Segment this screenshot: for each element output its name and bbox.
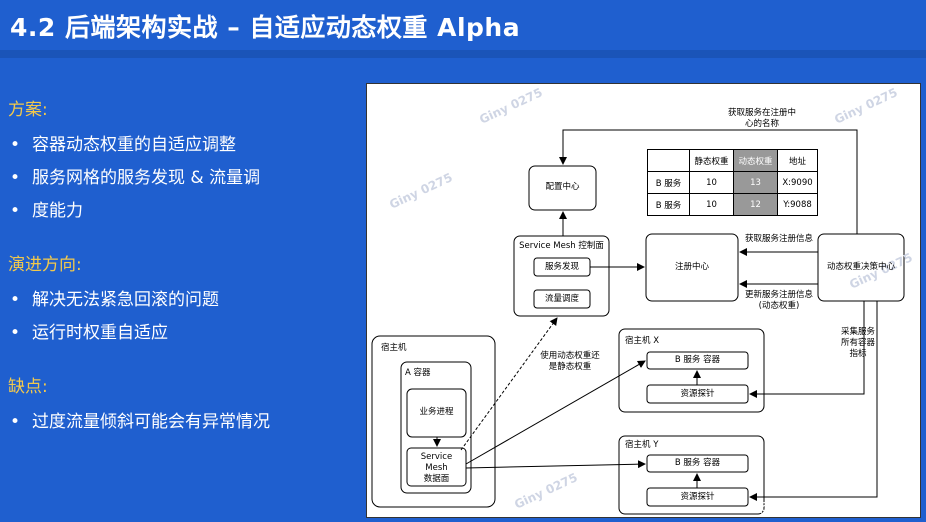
data-plane-box bbox=[406, 447, 467, 487]
edge-dynamic-label-1: 使用动态权重还 bbox=[540, 351, 600, 361]
host-y-label: 宿主机 Y bbox=[625, 440, 659, 450]
data-plane-label-1: Service bbox=[420, 452, 453, 462]
host-x-container-box bbox=[646, 351, 749, 370]
section-heading-drawbacks: 缺点: bbox=[8, 377, 48, 397]
table-cell: 12 bbox=[733, 193, 778, 216]
edge-update-registry-label-2: (动态权重) bbox=[758, 301, 800, 311]
edge-collect-label-1: 采集服务 bbox=[840, 327, 875, 337]
edge-update-registry-label-1: 更新服务注册信息 bbox=[744, 290, 813, 300]
edge-dp-x bbox=[465, 360, 646, 465]
host-y-container-label: B 服务 容器 bbox=[674, 458, 721, 468]
registry-table: 静态权重 动态权重 地址 B 服务 10 13 X:9090 B 服务 10 1… bbox=[647, 149, 818, 216]
container-a-label: A 容器 bbox=[405, 368, 431, 378]
host-x-probe-label: 资源探针 bbox=[680, 389, 715, 399]
host-x-container-label: B 服务 容器 bbox=[674, 355, 721, 365]
table-cell: B 服务 bbox=[647, 193, 690, 216]
edge-get-name-label-2: 心的名称 bbox=[744, 119, 779, 129]
edge-get-name-label-1: 获取服务在注册中 bbox=[727, 108, 796, 118]
bullet-item: 运行时权重自适应 bbox=[8, 317, 358, 350]
table-row: 静态权重 动态权重 地址 bbox=[647, 149, 818, 172]
table-header: 静态权重 bbox=[689, 149, 734, 172]
host-a-label: 宿主机 bbox=[381, 343, 407, 353]
decision-center-label: 动态权重决策中心 bbox=[826, 262, 895, 272]
edge-collect-y bbox=[749, 301, 878, 501]
registry-box bbox=[645, 233, 739, 302]
host-x-box bbox=[618, 328, 765, 413]
bullet-item-continuation: 度能力 bbox=[8, 195, 358, 228]
table-cell: X:9090 bbox=[777, 171, 818, 194]
title-divider bbox=[0, 50, 926, 58]
config-center-box bbox=[528, 165, 597, 211]
bullet-item: 容器动态权重的自适应调整 bbox=[8, 129, 358, 162]
registry-label: 注册中心 bbox=[674, 262, 709, 272]
data-plane-label-3: 数据面 bbox=[423, 474, 450, 484]
credit-watermark: @稀土掘金技术社区 bbox=[758, 500, 884, 516]
host-a-box bbox=[371, 335, 496, 508]
page-title: 4.2 后端架构实战 – 自适应动态权重 Alpha bbox=[10, 13, 521, 42]
table-header bbox=[647, 149, 690, 172]
decision-center-box bbox=[817, 233, 905, 302]
section-heading-plan: 方案: bbox=[8, 100, 48, 120]
traffic-scheduling-label: 流量调度 bbox=[544, 294, 579, 304]
section-heading-evolution: 演进方向: bbox=[8, 255, 82, 275]
edge-get-registry-label: 获取服务注册信息 bbox=[744, 234, 813, 244]
table-header: 动态权重 bbox=[733, 149, 778, 172]
table-cell: 10 bbox=[689, 193, 734, 216]
edge-dynamic-label-2: 是静态权重 bbox=[548, 362, 592, 372]
host-y-probe-label: 资源探针 bbox=[680, 492, 715, 502]
edge-collect-label-3: 指标 bbox=[849, 349, 867, 359]
bullet-item: 服务网格的服务发现 & 流量调 bbox=[8, 162, 358, 195]
business-process-label: 业务进程 bbox=[419, 407, 454, 417]
table-row: B 服务 10 13 X:9090 bbox=[647, 171, 818, 194]
bullet-item: 解决无法紧急回滚的问题 bbox=[8, 284, 358, 317]
table-header: 地址 bbox=[777, 149, 818, 172]
table-cell: 13 bbox=[733, 171, 778, 194]
table-row: B 服务 10 12 Y:9088 bbox=[647, 193, 818, 216]
host-y-box bbox=[618, 435, 765, 515]
host-x-label: 宿主机 X bbox=[625, 336, 660, 346]
table-cell: B 服务 bbox=[647, 171, 690, 194]
edge-collect-label-2: 所有容器 bbox=[840, 338, 875, 348]
architecture-diagram: Giny 0275 Giny 0275 Giny 0275 Giny 0275 … bbox=[366, 83, 921, 518]
edge-dp-y bbox=[465, 460, 646, 469]
container-a-box bbox=[400, 361, 472, 494]
edge-collect-x bbox=[749, 301, 865, 398]
host-y-container-box bbox=[646, 454, 749, 473]
config-center-label: 配置中心 bbox=[545, 182, 580, 192]
service-discovery-label: 服务发现 bbox=[544, 262, 579, 272]
table-cell: Y:9088 bbox=[777, 193, 818, 216]
edge-dp-cp-dashed bbox=[460, 317, 558, 451]
bullet-item: 过度流量倾斜可能会有异常情况 bbox=[8, 406, 358, 439]
control-plane-box bbox=[513, 235, 610, 317]
table-cell: 10 bbox=[689, 171, 734, 194]
diagram-shapes bbox=[371, 129, 905, 515]
traffic-scheduling-box bbox=[533, 289, 591, 309]
data-plane-label-2: Mesh bbox=[425, 463, 448, 473]
left-text-column: 方案: 容器动态权重的自适应调整 服务网格的服务发现 & 流量调 度能力 演进方… bbox=[8, 95, 358, 439]
control-plane-label: Service Mesh 控制面 bbox=[519, 241, 604, 251]
edge-get-name bbox=[559, 129, 858, 234]
